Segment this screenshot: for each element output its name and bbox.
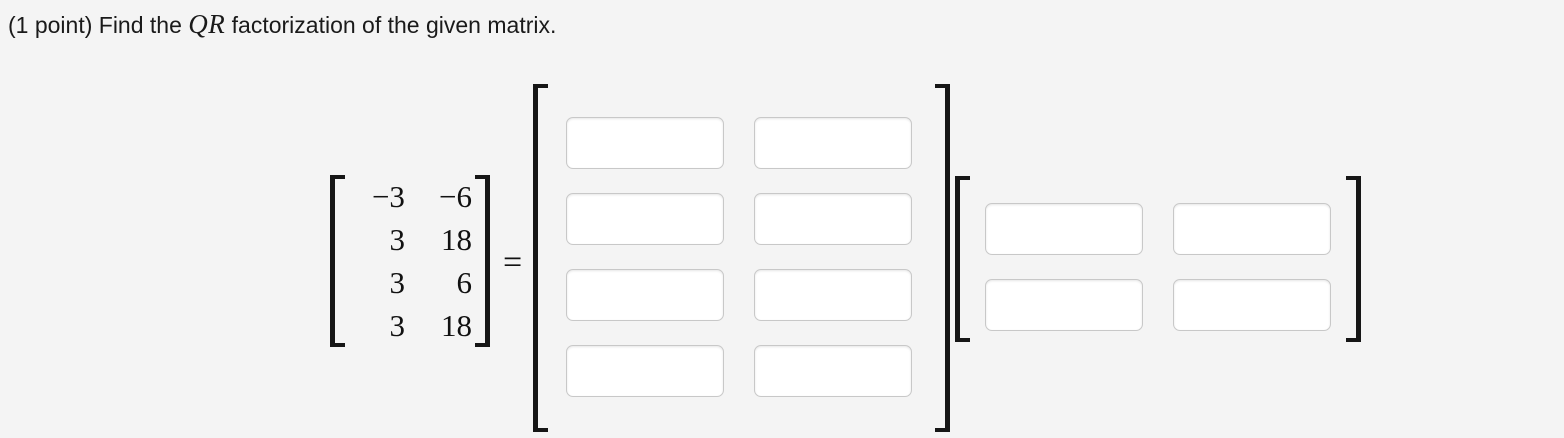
q-input-r3c1[interactable] (566, 269, 724, 321)
given-matrix-cell: 6 (456, 264, 473, 300)
r-matrix-left-bracket (955, 176, 970, 342)
qr-math-symbol: QR (188, 9, 226, 39)
equals-sign: = (503, 244, 523, 281)
q-input-r4c1[interactable] (566, 345, 724, 397)
given-matrix-cell: 3 (389, 307, 405, 343)
problem-statement-suffix: factorization of the given matrix. (225, 12, 557, 38)
q-answer-matrix (533, 84, 950, 432)
given-matrix-row: 3 18 (346, 218, 474, 261)
given-matrix-row: −3 −6 (346, 175, 474, 218)
given-matrix-right-bracket (475, 175, 490, 347)
given-matrix-left-bracket (330, 175, 345, 347)
q-input-r4c2[interactable] (754, 345, 912, 397)
r-input-r2c1[interactable] (985, 279, 1143, 331)
problem-statement: (1 point) Find the QR factorization of t… (8, 9, 556, 40)
given-matrix: −3 −6 3 18 3 6 3 18 (330, 175, 490, 347)
q-input-r3c2[interactable] (754, 269, 912, 321)
given-matrix-cell: 18 (441, 307, 472, 343)
r-input-r1c2[interactable] (1173, 203, 1331, 255)
given-matrix-cell: −3 (371, 178, 405, 214)
r-input-r2c2[interactable] (1173, 279, 1331, 331)
q-input-r2c1[interactable] (566, 193, 724, 245)
problem-statement-prefix: (1 point) Find the (8, 12, 189, 38)
given-matrix-cell: 3 (389, 264, 405, 300)
r-answer-matrix (955, 176, 1361, 342)
given-matrix-row: 3 6 (346, 261, 474, 304)
q-matrix-right-bracket (935, 84, 950, 432)
q-input-r1c1[interactable] (566, 117, 724, 169)
r-matrix-right-bracket (1346, 176, 1361, 342)
given-matrix-cell: 3 (389, 221, 405, 257)
q-input-r2c2[interactable] (754, 193, 912, 245)
given-matrix-cell: −6 (439, 178, 472, 214)
given-matrix-cell: 18 (441, 221, 472, 257)
q-input-r1c2[interactable] (754, 117, 912, 169)
given-matrix-values: −3 −6 3 18 3 6 3 18 (346, 175, 474, 347)
r-matrix-input-grid (985, 203, 1331, 331)
given-matrix-row: 3 18 (346, 304, 474, 347)
r-input-r1c1[interactable] (985, 203, 1143, 255)
q-matrix-input-grid (566, 117, 912, 397)
q-matrix-left-bracket (533, 84, 548, 432)
